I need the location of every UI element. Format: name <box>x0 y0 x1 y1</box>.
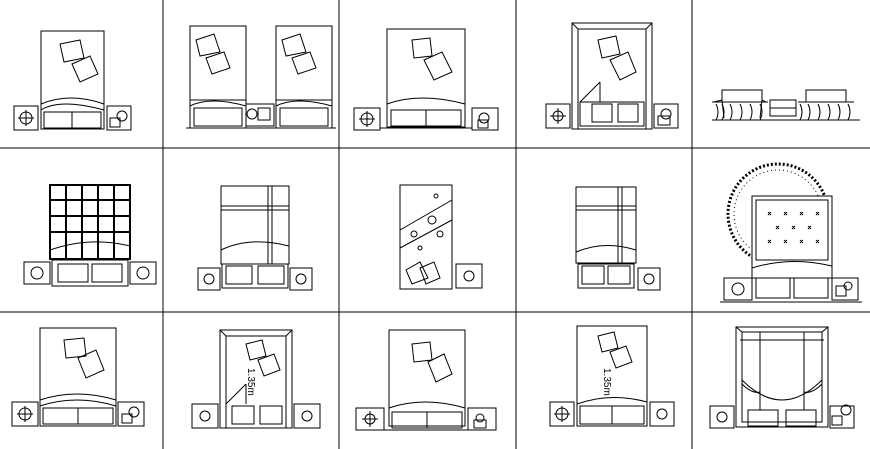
bed-block-6 <box>23 184 157 287</box>
bed-block-13 <box>355 329 497 431</box>
bed-block-8 <box>399 184 483 290</box>
bed-block-15 <box>709 326 855 429</box>
dimension-label-1: 1.35m <box>245 368 256 396</box>
bed-block-3 <box>353 28 499 131</box>
bed-block-5 <box>712 89 860 121</box>
bed-block-11 <box>11 327 145 427</box>
bed-block-4 <box>545 22 679 130</box>
bed-block-7 <box>197 185 313 291</box>
bed-block-12: 1.35m <box>191 329 321 429</box>
bed-block-10 <box>720 162 862 303</box>
bed-block-2 <box>186 25 336 129</box>
bed-block-1 <box>13 30 132 131</box>
bed-block-9 <box>575 186 661 291</box>
dimension-label-2: 1.35m <box>601 368 612 396</box>
bed-block-14: 1.35m <box>549 325 675 427</box>
